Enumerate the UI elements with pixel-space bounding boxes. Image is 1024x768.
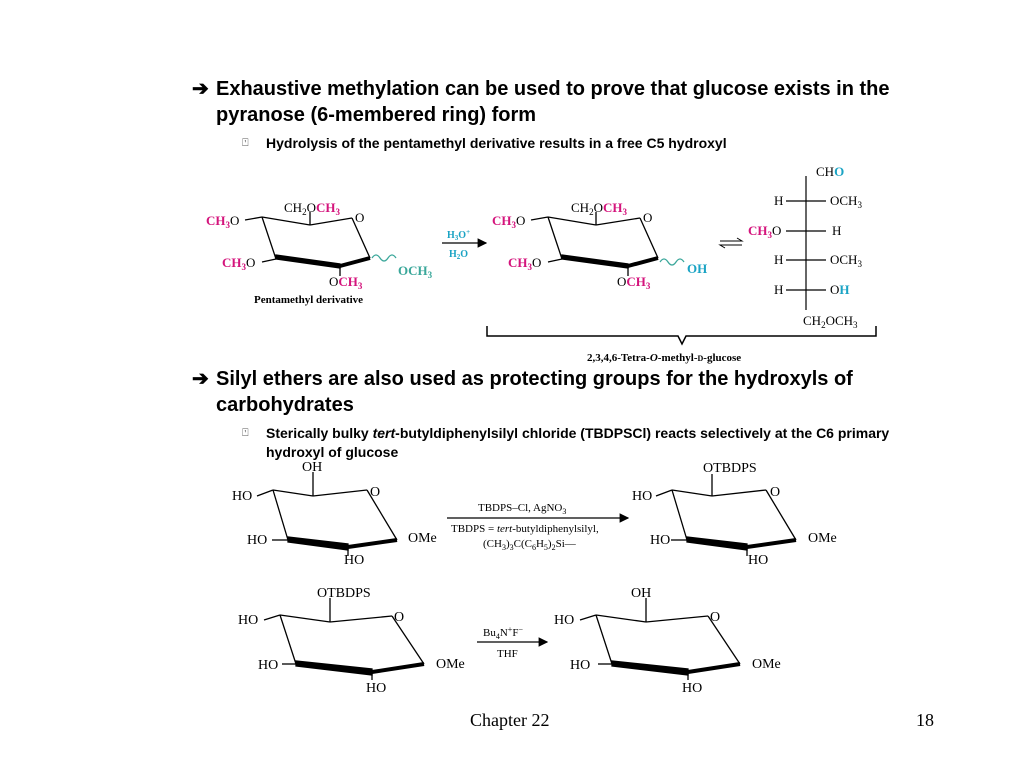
anomeric-ome-label: OMe <box>752 657 781 672</box>
c2-ho-label: HO <box>748 553 768 568</box>
bullet-silyl-ethers: ➔ Silyl ethers are also used as protecti… <box>192 366 922 418</box>
scheme-methylation: CH2OCH3 O CH3O CH3O OCH3 OCH3 Pentamethy… <box>206 164 877 364</box>
anomeric-och3-label: OCH3 <box>398 263 433 280</box>
c3-ho-label: HO <box>247 533 267 548</box>
c6-oh-label: OH <box>302 460 322 475</box>
c3-ho-label: HO <box>570 658 590 673</box>
ring-oxygen-label: O <box>394 610 404 625</box>
ring-oxygen-label: O <box>710 610 720 625</box>
anomeric-ome-label: OMe <box>436 657 465 672</box>
scheme-deprotection: OTBDPS HO O HO HO OMe Bu4N+F− THF OH HO … <box>238 586 781 696</box>
tbdps-ether-structure <box>263 598 425 680</box>
c4-ho-label: HO <box>632 489 652 504</box>
tetra-o-methyl-glucose-label: 2,3,4,6-Tetra-O-methyl-D-glucose <box>587 352 741 364</box>
fischer-row2-right: H <box>832 223 841 238</box>
c3-och3-label: CH3O <box>508 255 541 272</box>
arrow-bullet-icon: ➔ <box>192 368 209 390</box>
pentamethyl-derivative-label: Pentamethyl derivative <box>254 294 363 306</box>
reagent-tbdps-formula: (CH3)3C(C6H5)2Si— <box>483 538 577 552</box>
c3-ho-label: HO <box>650 533 670 548</box>
subbullet-hydrolysis: ⍞ Hydrolysis of the pentamethyl derivati… <box>242 134 942 153</box>
reagent-tbaf: Bu4N+F− <box>483 625 523 641</box>
fischer-projection <box>786 176 826 310</box>
subbullet-icon: ⍞ <box>242 137 249 149</box>
bullet-exhaustive-methylation: ➔ Exhaustive methylation can be used to … <box>192 76 922 128</box>
subbullet-tbdpscl: ⍞ Sterically bulky tert-butyldiphenylsil… <box>242 424 942 462</box>
ring-oxygen-label: O <box>370 485 380 500</box>
fischer-row3-right: OCH3 <box>830 252 862 269</box>
product-bracket <box>486 326 877 346</box>
scheme-silylation: OH HO O HO HO OMe TBDPS–Cl, AgNO3 TBDPS … <box>232 460 837 568</box>
anomeric-oh-label: OH <box>687 261 707 276</box>
footer-chapter: Chapter 22 <box>470 710 550 730</box>
ring-oxygen-label: O <box>643 210 652 225</box>
bullet-text: Exhaustive methylation can be used to pr… <box>216 78 890 126</box>
reagent-h3o: H3O+ <box>447 228 470 242</box>
c3-och3-label: CH3O <box>222 255 255 272</box>
bullet-text: Silyl ethers are also used as protecting… <box>216 368 853 416</box>
c2-ho-label: HO <box>682 681 702 696</box>
c6-oh-label: OH <box>631 586 651 601</box>
fischer-cho-label: CHO <box>816 164 844 179</box>
reagent-tbdpscl: TBDPS–Cl, AgNO3 <box>478 502 566 516</box>
subbullet-text: Hydrolysis of the pentamethyl derivative… <box>266 135 727 151</box>
methyl-glucoside-structure <box>256 472 398 556</box>
tbdps-ether-structure <box>655 474 797 556</box>
subbullet-text: Sterically bulky tert-butyldiphenylsilyl… <box>266 425 890 460</box>
hydrolysis-product-structure <box>530 212 685 276</box>
reagent-h2o: H2O <box>449 249 468 261</box>
arrow-bullet-icon: ➔ <box>192 78 209 100</box>
anomeric-ome-label: OMe <box>808 531 837 546</box>
c4-ho-label: HO <box>232 489 252 504</box>
fischer-row4-left: H <box>774 282 783 297</box>
fischer-row1-right: OCH3 <box>830 193 862 210</box>
c2-och3-label: OCH3 <box>329 274 363 291</box>
c6-otbdps-label: OTBDPS <box>317 586 371 601</box>
ch2och3-label: CH2OCH3 <box>284 200 340 217</box>
c4-ho-label: HO <box>238 613 258 628</box>
reagent-thf: THF <box>497 648 518 660</box>
anomeric-ome-label: OMe <box>408 531 437 546</box>
fischer-row4-right: OH <box>830 282 850 297</box>
ring-oxygen-label: O <box>770 485 780 500</box>
reagent-tbdps-definition: TBDPS = tert-butyldiphenylsilyl, <box>451 523 599 535</box>
methyl-glucoside-structure <box>579 598 741 680</box>
c4-och3-label: CH3O <box>206 213 239 230</box>
ch2och3-label: CH2OCH3 <box>571 200 627 217</box>
c2-ho-label: HO <box>366 681 386 696</box>
pentamethyl-derivative-structure <box>244 212 397 276</box>
c3-ho-label: HO <box>258 658 278 673</box>
c2-ho-label: HO <box>344 553 364 568</box>
equilibrium-arrows-icon <box>718 237 744 249</box>
fischer-ch2och3-label: CH2OCH3 <box>803 313 858 330</box>
c2-och3-label: OCH3 <box>617 274 651 291</box>
fischer-row3-left: H <box>774 252 783 267</box>
c4-ho-label: HO <box>554 613 574 628</box>
ring-oxygen-label: O <box>355 210 364 225</box>
c6-otbdps-label: OTBDPS <box>703 461 757 476</box>
footer-page-number: 18 <box>916 710 934 730</box>
c4-och3-label: CH3O <box>492 213 525 230</box>
subbullet-icon: ⍞ <box>242 427 249 439</box>
fischer-row2-left: CH3O <box>748 223 781 240</box>
fischer-row1-left: H <box>774 193 783 208</box>
